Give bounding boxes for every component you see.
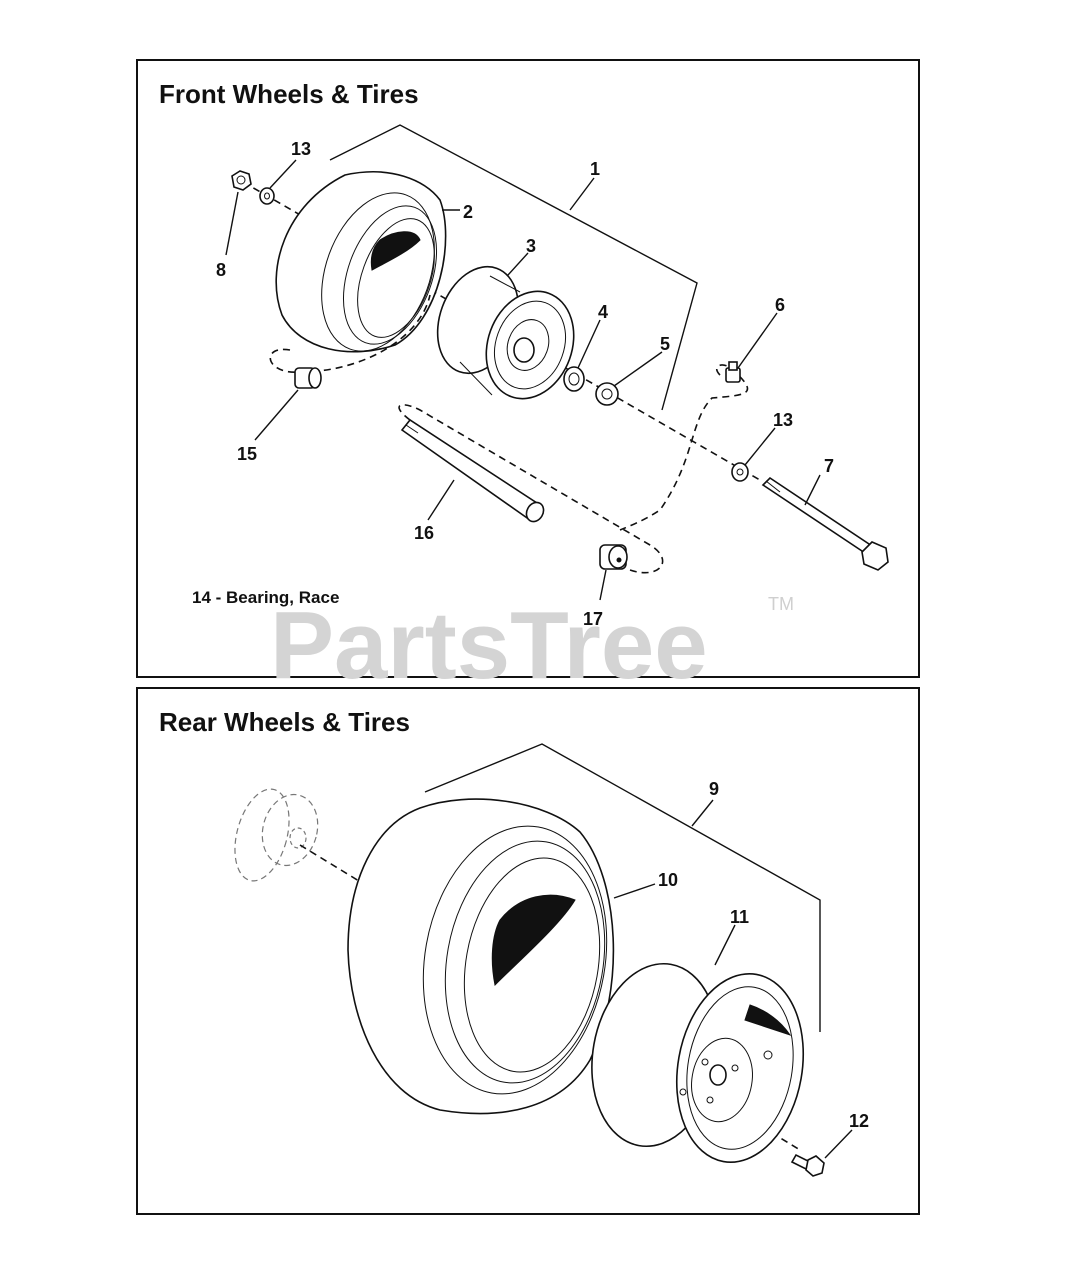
callout-6: 6: [775, 295, 785, 315]
callout-5: 5: [660, 334, 670, 354]
leader-16: [427, 479, 455, 521]
callout-11: 11: [730, 907, 749, 927]
callout-3: 3: [526, 236, 536, 256]
callout-1: 1: [590, 159, 600, 179]
leader-12: [824, 1129, 853, 1159]
spacer-5: [595, 382, 619, 406]
callout-7: 7: [824, 456, 834, 476]
rear-tire: [347, 798, 615, 1115]
leader-17: [599, 569, 607, 601]
leader-6: [737, 312, 778, 369]
callout-10: 10: [658, 870, 678, 890]
tube-16-path: [398, 404, 664, 574]
front-rim: [436, 265, 575, 400]
bearing-race-note: 14 - Bearing, Race: [192, 588, 339, 607]
grease-fitting-6: [725, 361, 741, 383]
callout-12: 12: [849, 1111, 869, 1131]
callout-2: 2: [463, 202, 473, 222]
front-tire: [275, 171, 447, 353]
callout-4: 4: [598, 302, 608, 322]
callout-16: 16: [414, 523, 434, 543]
spacer-17: [599, 544, 628, 570]
leader-8: [225, 191, 239, 256]
front-panel-border: [136, 59, 920, 678]
kit-bracket-9: [424, 743, 821, 1032]
callout-15: 15: [237, 444, 257, 464]
leader-1: [569, 177, 595, 211]
leader-13b: [744, 427, 776, 466]
callout-17: 17: [583, 609, 603, 629]
axle-tube-16: [400, 418, 545, 523]
bearing-4: [563, 366, 585, 392]
washer-13-left: [259, 187, 275, 205]
callout-13-right: 13: [773, 410, 793, 430]
leader-10: [613, 883, 656, 899]
leader-9: [691, 799, 714, 827]
leader-4: [577, 319, 601, 369]
watermark: PartsTree: [270, 592, 708, 699]
watermark-trademark: TM: [768, 594, 794, 614]
leader-5: [613, 351, 663, 387]
callout-9: 9: [709, 779, 719, 799]
fitting-6-path: [619, 364, 749, 531]
rear-rim: [591, 962, 805, 1163]
front-panel-title: Front Wheels & Tires: [159, 79, 419, 109]
leader-11: [714, 924, 736, 966]
bearing-15: [294, 367, 322, 389]
rear-panel: Rear Wheels & Tires: [136, 687, 920, 1215]
leader-3: [507, 252, 529, 276]
callout-13-left: 13: [291, 139, 311, 159]
rear-panel-border: [136, 687, 920, 1215]
rear-panel-title: Rear Wheels & Tires: [159, 707, 410, 737]
kit-bracket-1: [329, 124, 698, 411]
leader-13a: [269, 159, 297, 189]
leader-15: [254, 389, 299, 441]
callout-8: 8: [216, 260, 226, 280]
rear-hub-phantom: [234, 788, 319, 882]
nut-8: [231, 170, 252, 191]
front-panel: Front Wheels & Tires: [136, 59, 920, 678]
bolt-7: [761, 476, 889, 571]
bolt-12: [790, 1153, 825, 1177]
washer-13-right: [731, 462, 749, 482]
leader-7: [804, 474, 821, 506]
